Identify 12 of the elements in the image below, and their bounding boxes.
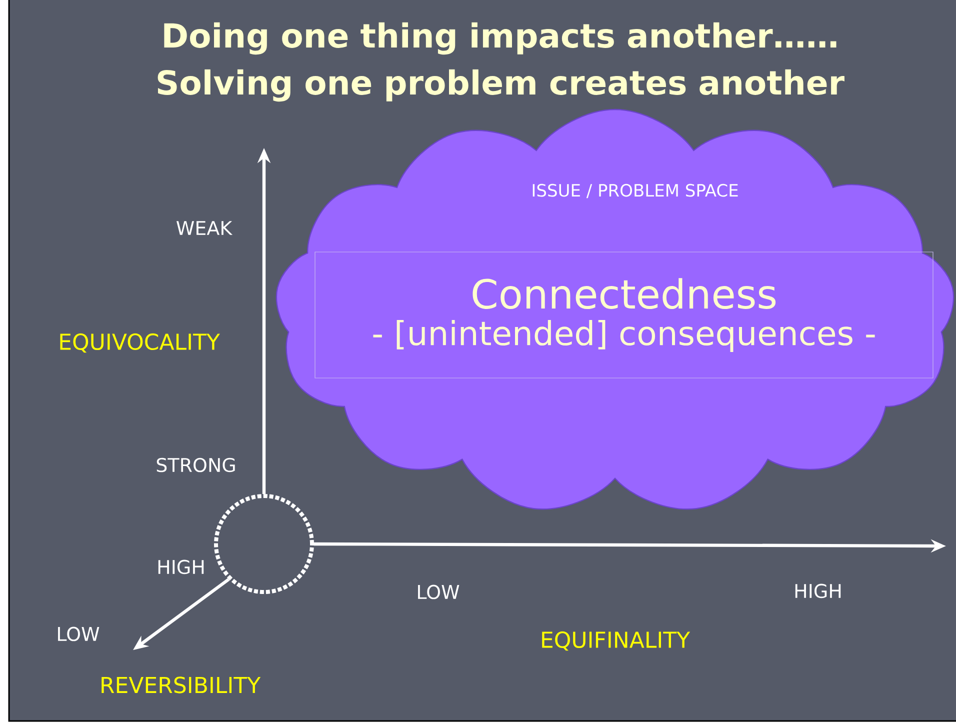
axis-label: LOW [418,584,460,600]
axis-title: EQUIVOCALITY [60,333,220,353]
axis-label: WEAK [176,221,233,235]
axis-title: EQUIFINALITY [542,631,690,651]
axis-title: REVERSIBILITY [102,676,261,694]
axis-label: HIGH [795,584,841,598]
axis-label: STRONG [156,458,235,472]
text-box: Connectedness - [unintended] consequences - [314,252,934,378]
title: Doing one thing impacts another…… Solving one problem creates another [158,22,844,102]
axis-label: HIGH [158,560,204,574]
axis-label: LOW [58,626,100,642]
dotted-circle [214,494,314,594]
